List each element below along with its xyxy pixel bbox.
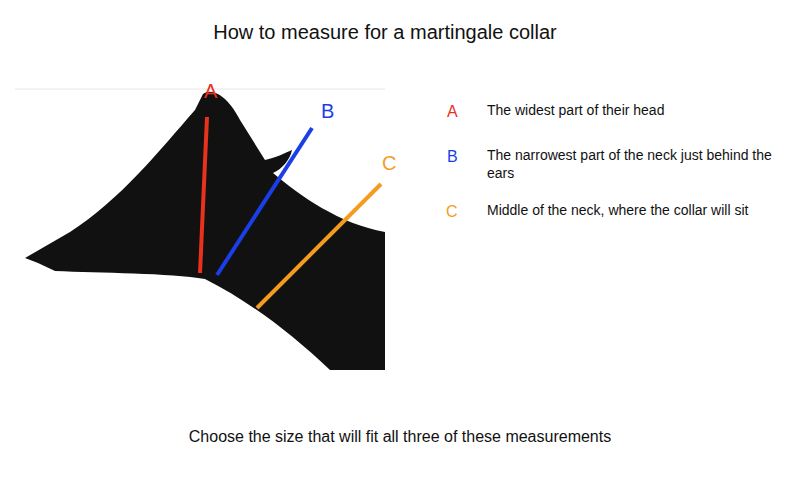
dog-silhouette <box>25 92 385 370</box>
line-letter: A <box>204 79 217 104</box>
measure-line-c <box>257 184 381 308</box>
measure-line-b <box>217 128 312 275</box>
title: How to measure for a martingale collar <box>213 20 556 45</box>
measure-line-a <box>200 117 207 273</box>
key-text: Middle of the neck, where the collar wil… <box>487 202 777 220</box>
key-text: The narrowest part of the neck just behi… <box>487 147 772 182</box>
line-letter: B <box>321 99 334 124</box>
caption: Choose the size that will fit all three … <box>189 427 611 447</box>
key-letter: A <box>447 102 458 122</box>
key-letter: C <box>446 202 458 222</box>
line-letter: C <box>382 151 396 176</box>
key-text: The widest part of their head <box>487 102 777 120</box>
key-letter: B <box>447 147 458 167</box>
frame-line <box>15 89 385 90</box>
